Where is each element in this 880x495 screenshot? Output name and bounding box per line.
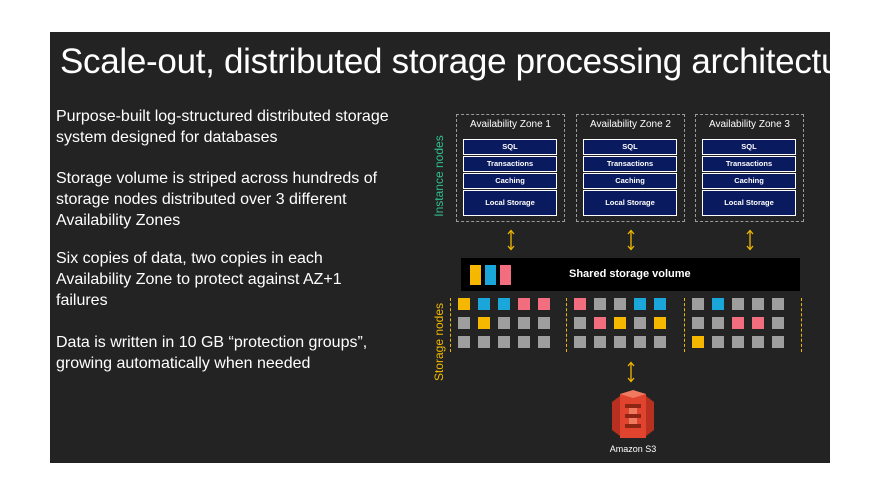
storage-node: [614, 298, 626, 310]
double-arrow-icon: [746, 229, 754, 251]
sql-layer: SQL: [463, 139, 557, 155]
availability-zone-1: Availability Zone 1 SQL Transactions Cac…: [456, 114, 565, 222]
caching-layer: Caching: [702, 173, 796, 189]
instance-stack: SQL Transactions Caching Local Storage: [702, 139, 796, 217]
local-storage-layer: Local Storage: [463, 190, 557, 216]
storage-block-yellow: [470, 265, 481, 285]
storage-node: [594, 336, 606, 348]
storage-node: [634, 317, 646, 329]
storage-node: [712, 298, 724, 310]
s3-label: Amazon S3: [609, 444, 657, 454]
storage-node: [752, 336, 764, 348]
zone-divider: [801, 298, 803, 352]
storage-node: [772, 317, 784, 329]
storage-node: [692, 298, 704, 310]
storage-node-grid: [450, 296, 804, 356]
transactions-layer: Transactions: [583, 156, 677, 172]
local-storage-layer: Local Storage: [702, 190, 796, 216]
storage-block-red: [500, 265, 511, 285]
storage-node: [712, 336, 724, 348]
amazon-s3: Amazon S3: [598, 390, 668, 460]
storage-block-blue: [485, 265, 496, 285]
storage-node: [498, 298, 510, 310]
storage-node: [732, 298, 744, 310]
storage-node: [574, 336, 586, 348]
storage-node: [614, 317, 626, 329]
caching-layer: Caching: [463, 173, 557, 189]
instance-nodes-label: Instance nodes: [432, 135, 446, 217]
sql-layer: SQL: [583, 139, 677, 155]
storage-node: [478, 317, 490, 329]
double-arrow-icon: [627, 361, 635, 383]
bullet-item: Purpose-built log-structured distributed…: [56, 108, 389, 146]
storage-node: [772, 298, 784, 310]
az-title: Availability Zone 1: [470, 119, 551, 130]
storage-node: [574, 298, 586, 310]
storage-node: [752, 317, 764, 329]
az-title: Availability Zone 3: [709, 119, 790, 130]
zone-divider: [450, 298, 452, 352]
storage-node: [634, 336, 646, 348]
storage-node: [594, 317, 606, 329]
storage-node: [518, 317, 530, 329]
storage-node: [692, 336, 704, 348]
storage-node: [538, 298, 550, 310]
sql-layer: SQL: [702, 139, 796, 155]
transactions-layer: Transactions: [702, 156, 796, 172]
storage-node: [654, 317, 666, 329]
s3-bucket-icon: [612, 390, 654, 438]
storage-node: [594, 298, 606, 310]
storage-node: [634, 298, 646, 310]
shared-storage-label: Shared storage volume: [569, 268, 691, 280]
shared-storage-volume: Shared storage volume: [461, 258, 800, 291]
storage-node: [458, 317, 470, 329]
slide: Scale-out, distributed storage processin…: [50, 32, 871, 463]
instance-stack: SQL Transactions Caching Local Storage: [583, 139, 677, 217]
storage-node: [732, 336, 744, 348]
storage-nodes-label: Storage nodes: [432, 302, 446, 382]
storage-node: [498, 317, 510, 329]
local-storage-layer: Local Storage: [583, 190, 677, 216]
storage-node: [712, 317, 724, 329]
storage-node: [614, 336, 626, 348]
bullet-item: Six copies of data, two copies in each A…: [56, 250, 342, 309]
storage-node: [654, 298, 666, 310]
caching-layer: Caching: [583, 173, 677, 189]
storage-node: [518, 298, 530, 310]
availability-zone-3: Availability Zone 3 SQL Transactions Cac…: [695, 114, 804, 222]
storage-node: [478, 336, 490, 348]
storage-node: [458, 298, 470, 310]
az-title: Availability Zone 2: [590, 119, 671, 130]
storage-node: [752, 298, 764, 310]
bullet-item: Data is written in 10 GB “protection gro…: [56, 334, 368, 372]
bullet-list: Purpose-built log-structured distributed…: [56, 106, 396, 394]
storage-node: [692, 317, 704, 329]
storage-node: [478, 298, 490, 310]
double-arrow-icon: [627, 229, 635, 251]
storage-node: [772, 336, 784, 348]
storage-node: [732, 317, 744, 329]
transactions-layer: Transactions: [463, 156, 557, 172]
availability-zone-2: Availability Zone 2 SQL Transactions Cac…: [576, 114, 685, 222]
storage-node: [538, 317, 550, 329]
slide-title: Scale-out, distributed storage processin…: [60, 42, 871, 81]
storage-node: [458, 336, 470, 348]
zone-divider: [684, 298, 686, 352]
storage-node: [654, 336, 666, 348]
storage-node: [498, 336, 510, 348]
storage-node: [574, 317, 586, 329]
double-arrow-icon: [507, 229, 515, 251]
zone-divider: [566, 298, 568, 352]
storage-node: [538, 336, 550, 348]
instance-stack: SQL Transactions Caching Local Storage: [463, 139, 557, 217]
bullet-item: Storage volume is striped across hundred…: [56, 170, 378, 229]
storage-node: [518, 336, 530, 348]
